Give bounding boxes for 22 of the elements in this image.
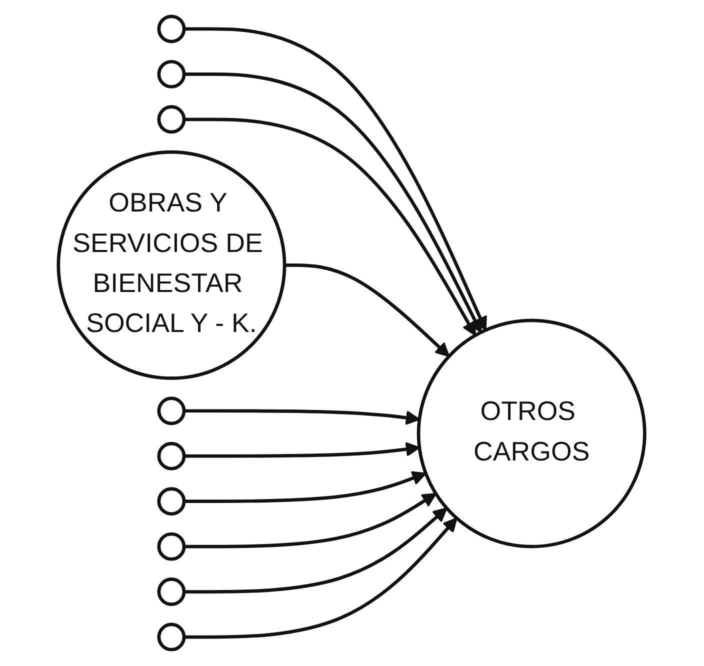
node-circle	[158, 14, 186, 44]
node-circle	[158, 396, 186, 426]
node-circle	[158, 622, 186, 652]
node-circle	[158, 105, 186, 134]
diagram: OBRAS Y SERVICIOS DE BIENESTAR SOCIAL Y - K. OTROS CARGOS	[45, 3, 659, 663]
arrow	[184, 27, 488, 331]
node-circle	[158, 60, 186, 88]
arrow	[184, 72, 482, 334]
node-circle	[57, 150, 287, 380]
arrow	[285, 263, 450, 357]
node-circle	[158, 578, 186, 606]
arrow	[184, 442, 421, 458]
node-circle	[158, 487, 186, 516]
arrow	[184, 118, 476, 336]
arrow	[184, 507, 448, 594]
arrow	[184, 409, 421, 426]
arrow	[184, 492, 437, 548]
arrow	[184, 518, 458, 639]
node-circle	[158, 532, 186, 561]
node-circle	[158, 442, 186, 470]
node-circle	[417, 318, 647, 548]
arrow	[184, 471, 427, 504]
